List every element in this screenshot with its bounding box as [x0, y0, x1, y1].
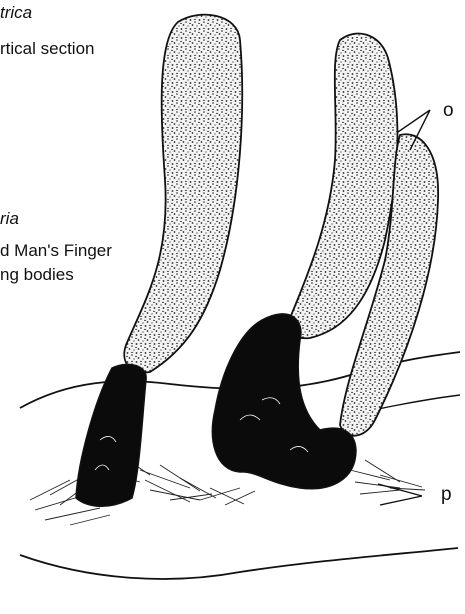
ground-line-lower [20, 548, 458, 579]
left-club-head [124, 15, 242, 373]
right-stroma-base [212, 314, 356, 489]
label-p: p [441, 484, 452, 506]
label-o: o [443, 100, 454, 122]
left-stroma-base [76, 364, 146, 506]
label-p-leader [378, 484, 422, 505]
